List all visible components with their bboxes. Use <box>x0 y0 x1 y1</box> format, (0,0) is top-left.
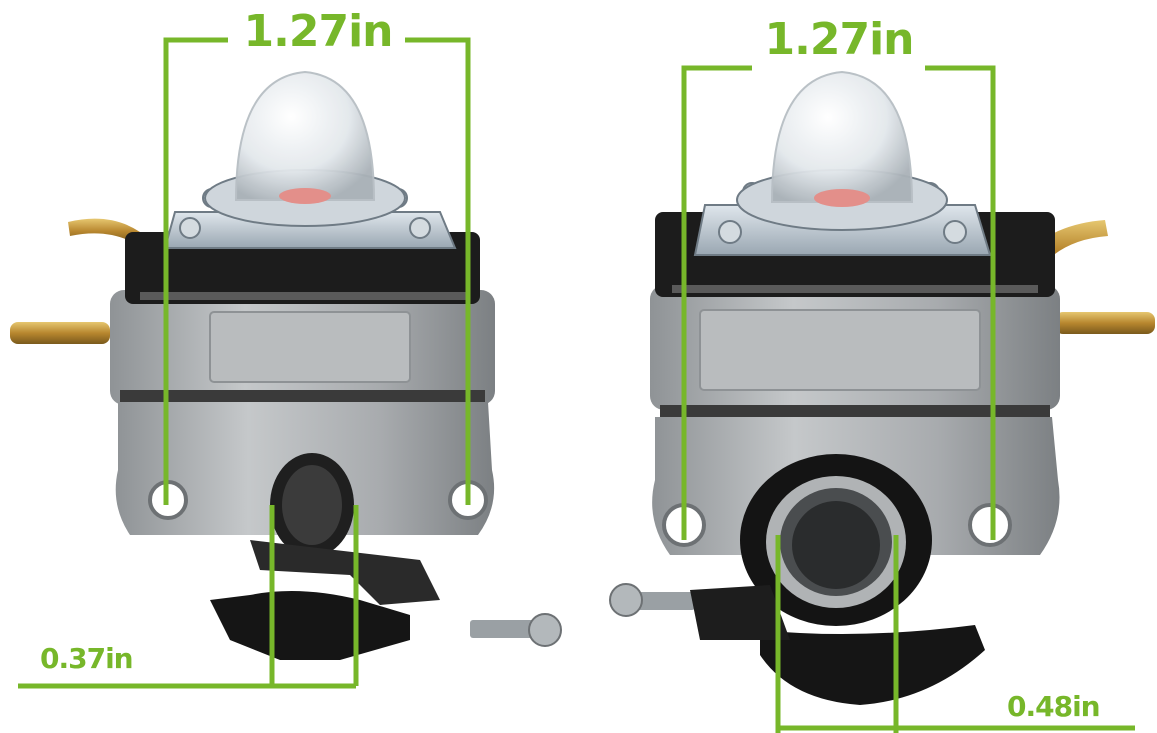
primer-bulb-right <box>770 70 914 203</box>
dim-label-left-bore: 0.37in <box>40 642 134 675</box>
primer-bulb <box>234 70 376 201</box>
carburetor-right-view <box>609 70 1155 705</box>
dim-label-left-width: 1.27in <box>243 6 394 57</box>
brass-fitting-upper <box>68 218 140 244</box>
dim-right-width-line-a <box>681 65 752 540</box>
choke-lever <box>210 591 410 660</box>
dimension-lines <box>18 37 1135 733</box>
brass-fitting-lower-right <box>1055 312 1155 334</box>
adjust-screw <box>470 620 540 638</box>
mount-hole-right-right <box>968 503 1012 547</box>
dim-left-width-line-a <box>163 37 228 505</box>
dim-label-right-bore: 0.48in <box>1007 690 1101 723</box>
carburetor-left-view <box>10 70 562 660</box>
gasket-block <box>125 232 480 304</box>
dim-left-width-line-b <box>405 37 471 505</box>
dim-label-right-width: 1.27in <box>764 14 915 65</box>
choke-lever-right <box>760 625 985 705</box>
dim-right-width-line-b <box>925 65 996 540</box>
brass-fitting-lower <box>10 322 110 344</box>
